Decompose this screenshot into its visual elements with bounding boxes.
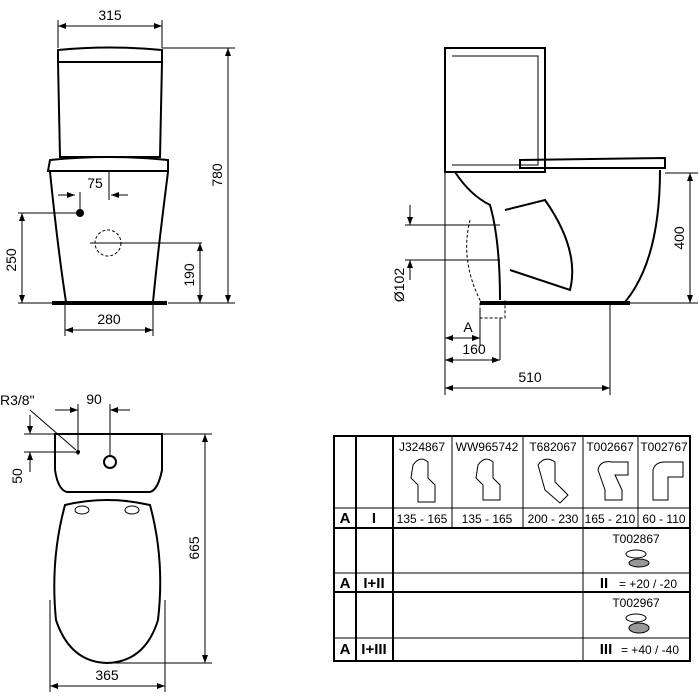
product-t682067: T682067 — [529, 440, 577, 454]
top-view: R3/8" 90 50 665 365 — [0, 391, 212, 692]
product-t002867: T002867 — [612, 532, 660, 546]
svg-text:75: 75 — [87, 175, 103, 191]
svg-text:280: 280 — [97, 311, 121, 327]
product-t002667: T002667 — [586, 440, 634, 454]
row2-roman: II — [600, 575, 608, 592]
range-t002667: 165 - 210 — [585, 512, 636, 526]
row3-roman: III — [600, 641, 613, 658]
adapter-table: J324867 WW965742 T682067 T002667 T002767… — [333, 435, 691, 662]
seat-side — [519, 156, 666, 169]
svg-text:160: 160 — [462, 341, 486, 357]
row2-code: I+II — [363, 575, 384, 592]
pipe-j324867-icon — [410, 458, 436, 503]
svg-text:190: 190 — [181, 263, 197, 287]
bowl-side — [454, 169, 661, 303]
side-dimensions: 400 Ø102 A 160 510 — [391, 172, 698, 395]
top-dimensions: R3/8" 90 50 665 365 — [0, 391, 212, 692]
svg-text:365: 365 — [95, 667, 119, 683]
hinge-right — [124, 505, 140, 515]
row1-a: A — [340, 510, 351, 527]
hinge-left — [74, 505, 90, 515]
spacer-t002867-icon — [625, 549, 650, 568]
row1-code: I — [372, 510, 376, 527]
row3-range: = +40 / -40 — [621, 643, 679, 657]
range-j324867: 135 - 165 — [397, 512, 448, 526]
row3-a: A — [340, 641, 351, 658]
tank — [57, 61, 163, 158]
tank-inner — [452, 55, 539, 166]
front-view: 315 780 75 250 190 280 — [3, 7, 235, 336]
product-t002767: T002767 — [640, 440, 688, 454]
trap — [504, 198, 574, 292]
svg-text:90: 90 — [86, 391, 102, 407]
svg-text:A: A — [463, 319, 473, 335]
svg-text:50: 50 — [9, 468, 25, 484]
svg-text:780: 780 — [209, 163, 225, 187]
svg-text:665: 665 — [186, 536, 202, 560]
svg-text:250: 250 — [3, 248, 19, 272]
pipe-t002667-icon — [597, 461, 629, 501]
tank-lid — [57, 46, 163, 63]
pipe-ww965742-icon — [475, 458, 501, 501]
row2-a: A — [340, 575, 351, 592]
range-ww965742: 135 - 165 — [462, 512, 513, 526]
seat — [46, 156, 169, 172]
svg-text:315: 315 — [98, 7, 122, 23]
tank-side — [444, 47, 546, 173]
row3-code: I+III — [361, 641, 386, 658]
inlet-hole — [103, 455, 117, 469]
svg-text:R3/8": R3/8" — [0, 392, 35, 408]
range-t002767: 60 - 110 — [642, 512, 685, 526]
product-t002967: T002967 — [612, 596, 660, 610]
pipe-icons — [410, 458, 684, 504]
pipe-t682067-icon — [537, 458, 569, 504]
range-t682067: 200 - 230 — [528, 512, 579, 526]
seat-top — [53, 499, 162, 665]
svg-text:510: 510 — [518, 369, 542, 385]
outlet-pipe-hidden — [466, 219, 506, 319]
front-dimensions: 315 780 75 250 190 280 — [3, 7, 235, 336]
svg-text:400: 400 — [671, 226, 687, 250]
spacer-t002967-icon — [625, 613, 650, 634]
pipe-t002767-icon — [652, 461, 684, 501]
row2-range: = +20 / -20 — [619, 577, 677, 591]
side-view: 400 Ø102 A 160 510 — [391, 47, 698, 395]
tank-top — [54, 433, 163, 493]
svg-text:Ø102: Ø102 — [391, 268, 407, 302]
product-j324867: J324867 — [399, 440, 445, 454]
product-ww965742: WW965742 — [456, 440, 519, 454]
